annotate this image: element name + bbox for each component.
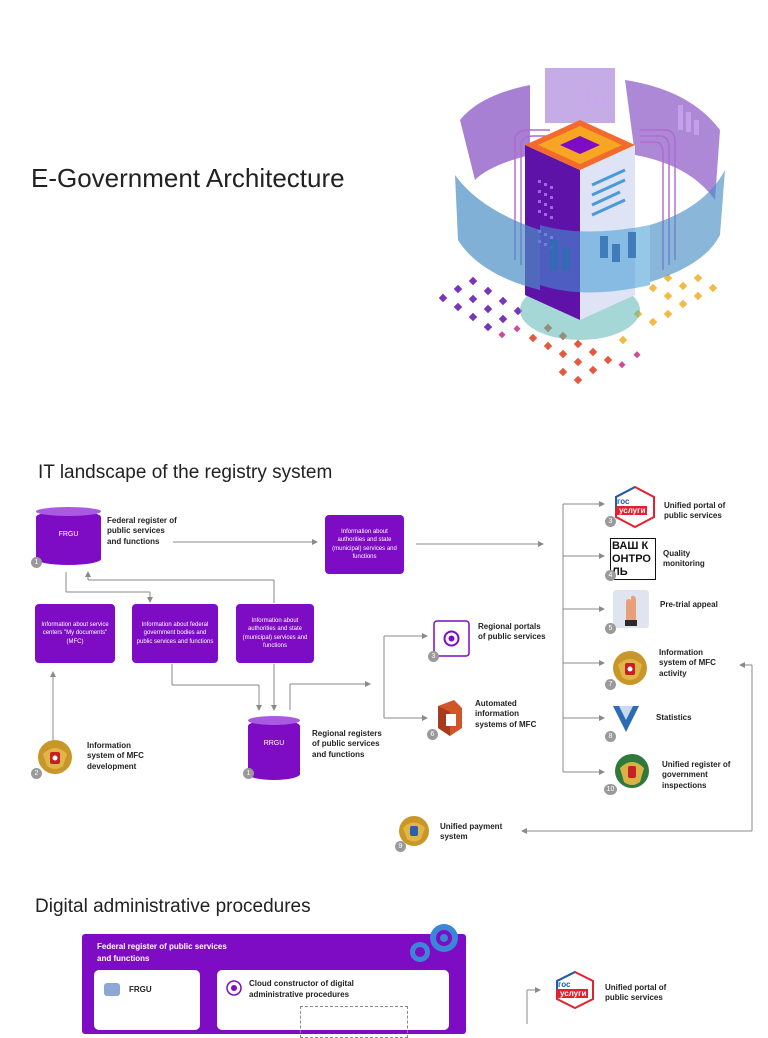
cloud-gear-icon: [226, 980, 242, 996]
frgu-description: Federal register of public services and …: [107, 516, 177, 546]
cloud-constructor-label: Cloud constructor of digital administrat…: [249, 979, 354, 1000]
vash-kontrol-logo-icon: ВАШ КОНТРОЛЬ: [610, 538, 656, 580]
gosuslugi-logo-bottom: услуги: [617, 506, 648, 515]
gosuslugi-logo-icon: гос услуги: [612, 485, 658, 529]
statistics-badge: 8: [605, 731, 616, 742]
regional-portals-label: Regional portals of public services: [478, 622, 546, 642]
rrgu-database: RRGU: [248, 716, 300, 780]
gosuslugi-logo-small-icon: гос услуги: [553, 970, 597, 1010]
unified-portal-label: Unified portal of public services: [664, 501, 726, 521]
rrgu-badge: 1: [243, 768, 254, 779]
gosuslugi-small-top: гос: [558, 980, 571, 989]
frgu-badge: 1: [31, 557, 42, 568]
info-federal-box: Information about federal government bod…: [132, 604, 218, 663]
procedures-panel-title: Federal register of public services and …: [97, 942, 227, 963]
unified-portal-badge: 3: [605, 516, 616, 527]
mfc-dev-label: Information system of MFC development: [87, 741, 144, 771]
frgu-card-icon: [104, 983, 120, 996]
payment-label: Unified payment system: [440, 822, 503, 842]
mfc-activity-label: Information system of MFC activity: [659, 648, 716, 678]
section-title-procedures: Digital administrative procedures: [35, 896, 311, 917]
automated-mfc-label: Automated information systems of MFC: [475, 699, 537, 729]
coat-of-arms-mfc-icon: [613, 651, 647, 685]
pretrial-badge: 5: [605, 623, 616, 634]
constructor-dashed-area: [300, 1006, 408, 1038]
pretrial-label: Pre-trial appeal: [660, 600, 718, 609]
procedures-portal-label: Unified portal of public services: [605, 983, 667, 1003]
section-title-landscape: IT landscape of the registry system: [38, 462, 333, 483]
statistics-label: Statistics: [656, 713, 692, 722]
frgu-database: FRGU: [36, 507, 101, 565]
inspections-label: Unified register of government inspectio…: [662, 760, 731, 790]
regional-portal-icon: [433, 620, 470, 657]
regional-portals-badge: 3: [428, 651, 439, 662]
inspections-badge: 10: [604, 784, 617, 795]
mfc-logo-icon: [438, 700, 462, 736]
coat-of-arms-payment-icon: [399, 816, 429, 846]
info-mfc-box: Information about service centers "My do…: [35, 604, 115, 663]
frgu-card: [94, 970, 200, 1030]
info-authorities-top-box: Information about authorities and state …: [325, 515, 404, 574]
statistics-logo-icon: [613, 706, 639, 732]
hand-icon: [613, 590, 649, 628]
automated-mfc-badge: 6: [427, 729, 438, 740]
frgu-label: FRGU: [58, 531, 79, 538]
mfc-activity-badge: 7: [605, 679, 616, 690]
quality-badge: 4: [605, 570, 616, 581]
gosuslugi-small-bottom: услуги: [558, 989, 589, 998]
frgu-card-label: FRGU: [129, 985, 152, 994]
gears-icon: [410, 924, 458, 962]
payment-badge: 9: [395, 841, 406, 852]
prosecutor-emblem-icon: [615, 754, 649, 788]
rrgu-description: Regional registers of public services an…: [312, 729, 382, 759]
cloud-constructor-card: [217, 970, 449, 1030]
quality-label: Quality monitoring: [663, 549, 705, 569]
rrgu-label: RRGU: [263, 740, 285, 747]
gosuslugi-logo-top: гос: [617, 497, 630, 506]
coat-of-arms-icon: [38, 740, 72, 774]
server-illustration: [438, 68, 725, 385]
page-title: E-Government Architecture: [31, 163, 345, 193]
info-authorities-box: Information about authorities and state …: [236, 604, 314, 663]
mfc-dev-badge: 2: [31, 768, 42, 779]
